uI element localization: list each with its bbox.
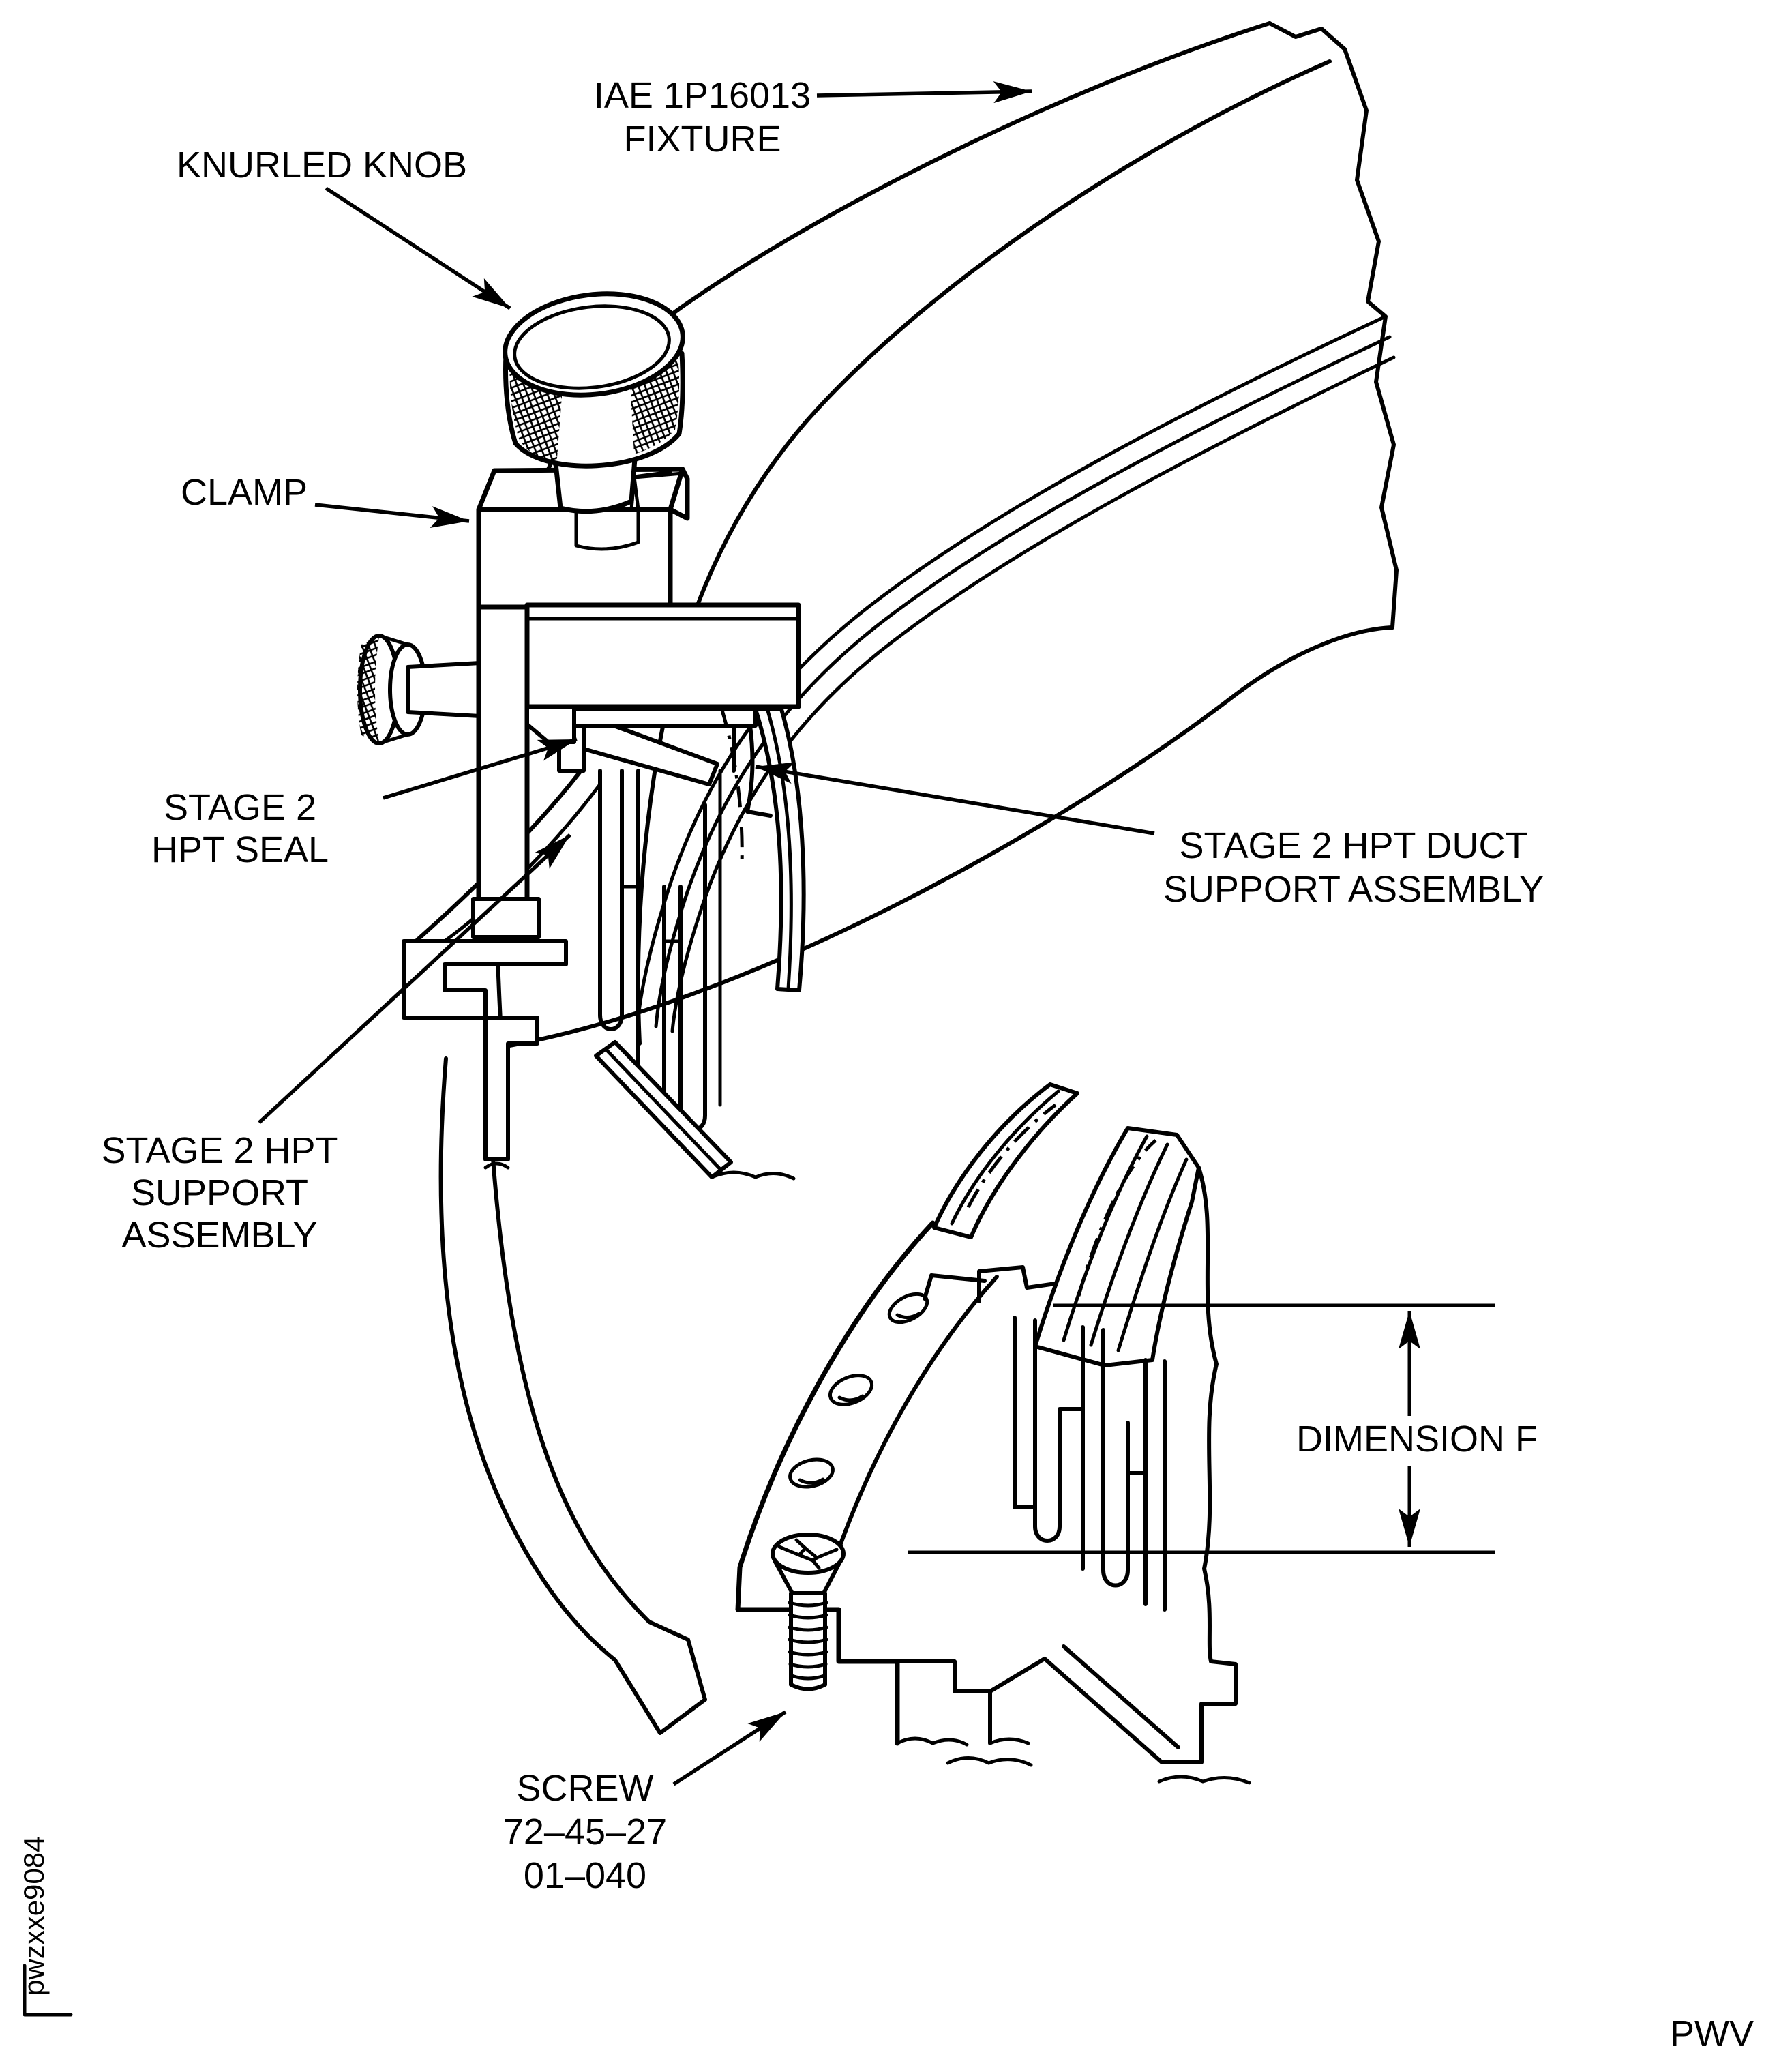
label-screw-line1: SCREW <box>517 1768 654 1809</box>
label-clamp: CLAMP <box>181 472 308 513</box>
label-support-assembly-line1: STAGE 2 HPT <box>101 1130 338 1171</box>
label-fixture-line2: FIXTURE <box>623 119 781 160</box>
screw-detail <box>771 1533 846 1691</box>
fixture-thin-arc-1 <box>636 314 1388 1025</box>
phillips-recess <box>777 1538 839 1570</box>
label-hpt-seal-line2: HPT SEAL <box>151 829 329 870</box>
detail-hook <box>977 1265 1062 1309</box>
label-screw-line3: 01–040 <box>524 1855 646 1896</box>
label-screw-line2: 72–45–27 <box>503 1811 667 1852</box>
curved-pointer-arrow <box>438 1052 707 1735</box>
detail-blade-1 <box>932 1082 1079 1239</box>
clamp-jaw-lip <box>525 705 576 744</box>
fixture-band-arc <box>636 59 1332 1046</box>
detail-break-edge <box>1197 1166 1219 1663</box>
duct-wall-strip <box>753 707 806 992</box>
leader-screw <box>672 1710 787 1786</box>
clamp-jaw-bar <box>524 602 801 709</box>
leader-knurled-knob <box>325 186 511 310</box>
figure-code-block: pwzxxe9084 <box>18 1837 73 2017</box>
clamp-plate-foot <box>471 897 541 939</box>
dimension-f <box>908 1303 1495 1554</box>
label-hpt-seal-line1: STAGE 2 <box>164 787 316 828</box>
clamp-back-plate <box>476 604 530 940</box>
support-arm <box>402 939 568 1020</box>
fixture-thin-arc-3 <box>670 355 1396 1033</box>
engine-centerline-mark <box>719 707 744 865</box>
fixture-jagged-edge <box>1343 47 1399 630</box>
knurled-knob <box>503 291 685 514</box>
figure-code: pwzxxe9084 <box>18 1837 50 1996</box>
figure-code-bracket <box>23 1964 73 2017</box>
detail-blade-2 <box>1033 1126 1201 1367</box>
leader-arrows <box>258 81 1155 1786</box>
clamp-right-face <box>668 467 690 521</box>
label-duct-support-line1: STAGE 2 HPT DUCT <box>1179 825 1527 866</box>
fixture-top-edge <box>1268 21 1347 51</box>
label-duct-support-line2: SUPPORT ASSEMBLY <box>1163 869 1544 910</box>
leader-clamp <box>314 503 470 528</box>
fixture-bottom-edge <box>500 625 1394 1049</box>
side-thumbscrew <box>357 634 482 745</box>
label-knurled-knob: KNURLED KNOB <box>177 145 467 186</box>
label-support-assembly-line3: ASSEMBLY <box>121 1215 317 1256</box>
fixture-thin-arc-2 <box>654 335 1392 1028</box>
label-dimension-f: DIMENSION F <box>1296 1419 1538 1460</box>
screw-head <box>771 1533 846 1575</box>
leader-hpt-seal <box>383 737 578 800</box>
brand-mark: PWV <box>1670 2013 1754 2054</box>
knob-top <box>503 291 685 398</box>
detail-flange-outer-arc <box>735 1220 936 1746</box>
leader-fixture <box>816 81 1032 104</box>
hpt-seal-web <box>582 724 719 786</box>
label-support-assembly-line2: SUPPORT <box>131 1172 308 1213</box>
clamp-body <box>471 467 801 940</box>
leader-duct-support <box>755 762 1155 835</box>
leader-support-assembly <box>258 833 571 1125</box>
detail-flange-inner-arc <box>823 1275 999 1593</box>
flange-slot <box>788 1457 835 1489</box>
flange-slot <box>828 1374 874 1406</box>
label-fixture-line1: IAE 1P16013 <box>594 75 811 116</box>
